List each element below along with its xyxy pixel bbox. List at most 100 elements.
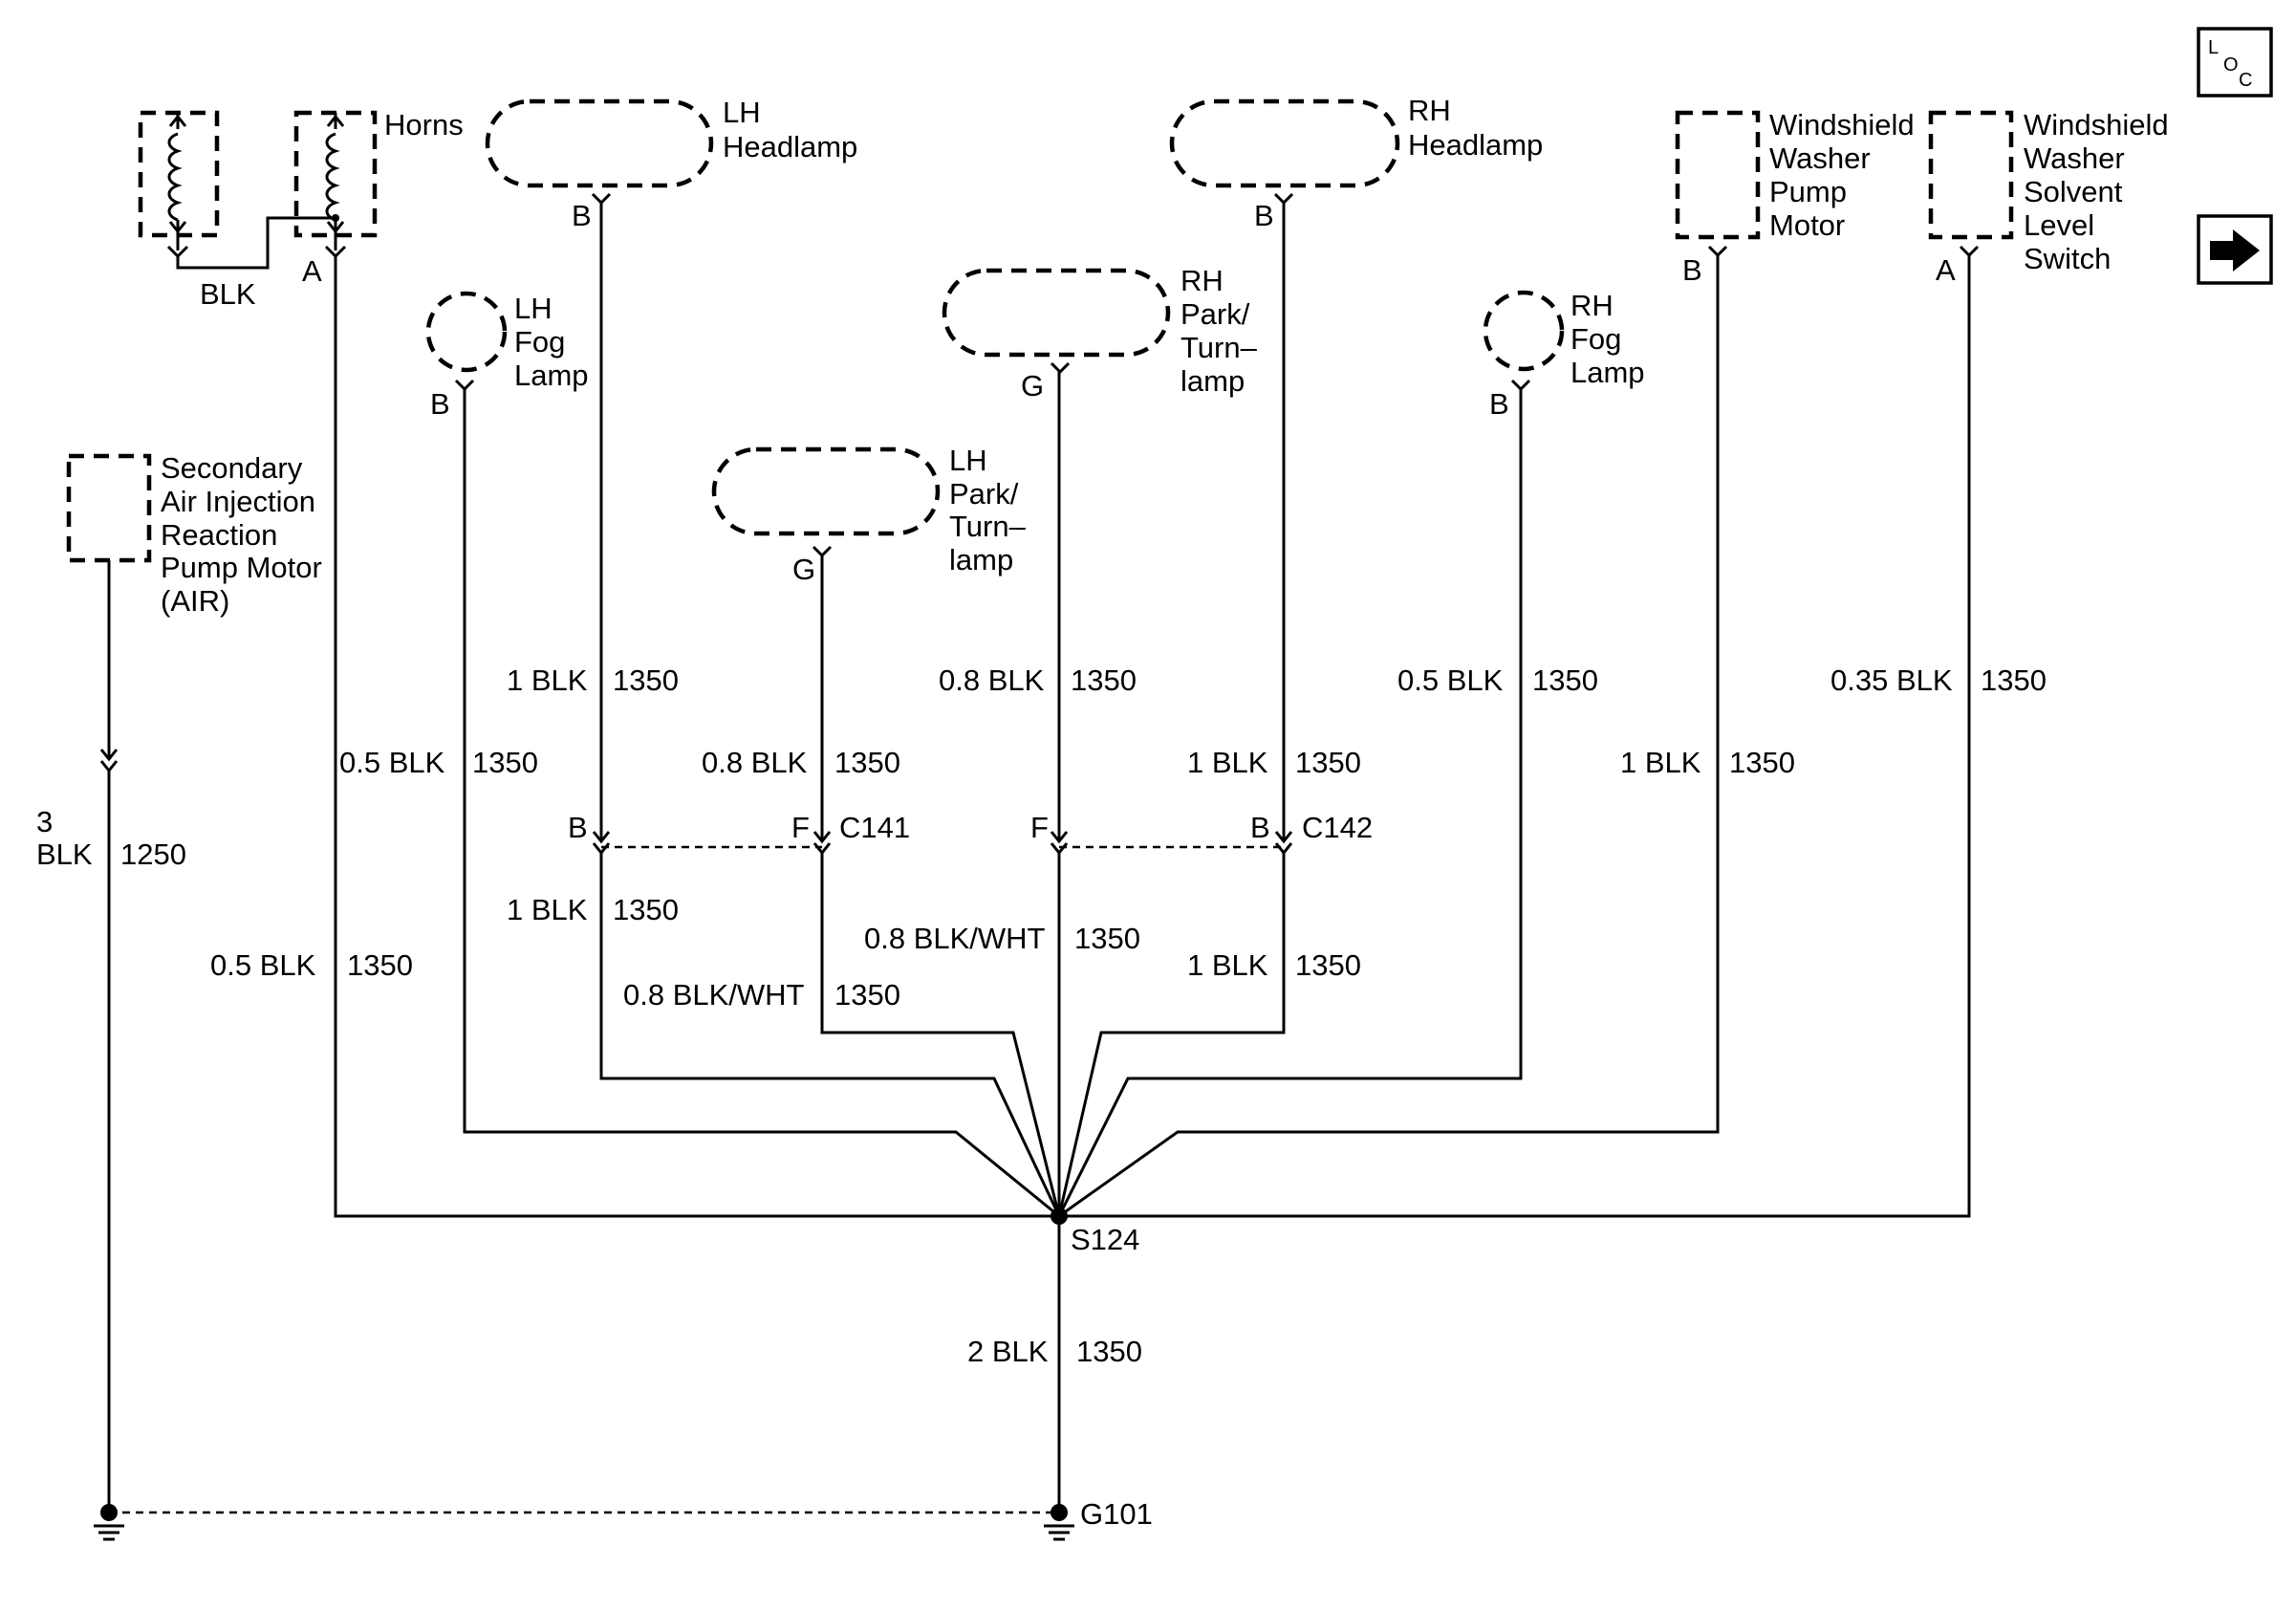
next-page-button[interactable] — [2197, 214, 2273, 285]
c141-pin-left: B — [568, 811, 588, 844]
wire-rh-headlamp-upper-circuit: 1350 — [1295, 746, 1361, 779]
lh-fog-label-2: Fog — [514, 325, 565, 359]
lh-fog-pin: B — [430, 387, 450, 421]
rh-park-label-1: RH — [1180, 264, 1224, 297]
rh-park-label-4: lamp — [1180, 364, 1245, 398]
washer-switch-label-5: Switch — [2024, 242, 2111, 275]
washer-pump-label-3: Pump — [1769, 175, 1847, 208]
rh-park-label-3: Turn– — [1180, 331, 1258, 364]
wire-rh-fog-size: 0.5 BLK — [1397, 664, 1504, 697]
horn-jumper-color: BLK — [200, 277, 256, 311]
splice-s124 — [1051, 1208, 1068, 1225]
lh-park-turn-lamp: LH Park/ Turn– lamp G — [711, 444, 1027, 586]
lh-park-label-3: Turn– — [949, 510, 1027, 543]
horn-jumper-wire — [176, 216, 336, 270]
washer-switch-label-2: Washer — [2024, 141, 2125, 175]
wire-washer-pump-circuit: 1350 — [1729, 746, 1795, 779]
washer-pump-label-4: Motor — [1769, 208, 1845, 242]
wire-rh-park-lower-size: 0.8 BLK/WHT — [864, 922, 1046, 955]
wire-washer-pump-size: 1 BLK — [1620, 746, 1701, 779]
wire-washer-switch-size: 0.35 BLK — [1830, 664, 1953, 697]
air-pump-label-5: (AIR) — [161, 584, 229, 618]
washer-switch-label-4: Level — [2024, 208, 2094, 242]
lh-fog-label-1: LH — [514, 292, 552, 325]
wire-rh-fog-circuit: 1350 — [1532, 664, 1598, 697]
wire-horns-lower-circuit: 1350 — [347, 948, 413, 982]
air-pump-label-2: Air Injection — [161, 485, 315, 518]
rh-park-pin: G — [1021, 369, 1044, 402]
wire-air-pump-circuit: 1250 — [120, 838, 186, 871]
lh-park-pin: G — [792, 553, 815, 586]
washer-switch-label-1: Windshield — [2024, 108, 2169, 141]
washer-pump-label-1: Windshield — [1769, 108, 1915, 141]
wire-lh-headlamp-lower-circuit: 1350 — [613, 893, 679, 926]
splice-label: S124 — [1071, 1223, 1139, 1256]
wire-air-pump-color: BLK — [36, 838, 93, 871]
c142-pin-right: B — [1250, 811, 1270, 844]
wire-rh-park-upper-size: 0.8 BLK — [939, 664, 1045, 697]
lh-park-wire-lower — [820, 853, 1061, 1217]
ground-label: G101 — [1080, 1497, 1153, 1531]
loc-icon-l: L — [2208, 37, 2219, 58]
washer-pump-motor: Windshield Washer Pump Motor B — [1675, 108, 1915, 287]
air-pump-label-4: Pump Motor — [161, 551, 322, 584]
rh-headlamp-label-2: Headlamp — [1408, 128, 1543, 162]
rh-fog-label-2: Fog — [1570, 322, 1621, 356]
wire-lh-headlamp-upper-circuit: 1350 — [613, 664, 679, 697]
wire-horns-lower-size: 0.5 BLK — [210, 948, 316, 982]
rh-headlamp-label-1: RH — [1408, 94, 1451, 127]
wire-rh-park-lower-circuit: 1350 — [1074, 922, 1140, 955]
arrow-right-icon — [2210, 229, 2260, 272]
wire-horns-upper-circuit: 1350 — [472, 746, 538, 779]
horn-left — [138, 110, 220, 259]
wire-rh-park-upper-circuit: 1350 — [1071, 664, 1137, 697]
rh-fog-label-1: RH — [1570, 289, 1614, 322]
lh-headlamp-label-1: LH — [723, 96, 761, 129]
rh-fog-pin: B — [1489, 387, 1509, 421]
lh-park-label-2: Park/ — [949, 477, 1019, 511]
lh-park-label-4: lamp — [949, 543, 1013, 577]
wire-air-pump-size: 3 — [36, 805, 53, 838]
c142-label: C142 — [1302, 811, 1373, 844]
rh-fog-lamp: RH Fog Lamp B — [1483, 289, 1645, 421]
washer-pump-label-2: Washer — [1769, 141, 1871, 175]
lh-fog-lamp: LH Fog Lamp B — [425, 291, 589, 421]
rh-park-turn-lamp: RH Park/ Turn– lamp G — [942, 264, 1258, 402]
air-pump-label-1: Secondary — [161, 451, 303, 485]
rh-fog-ground-wire — [1057, 389, 1523, 1217]
washer-switch-pin: A — [1936, 253, 1956, 287]
lh-headlamp: LH Headlamp B — [485, 96, 857, 232]
rh-headlamp-pin: B — [1254, 199, 1274, 232]
wire-lh-park-upper-size: 0.8 BLK — [702, 746, 808, 779]
rh-headlamp-wire-lower — [1057, 853, 1286, 1217]
ground-g101 — [1044, 1504, 1074, 1541]
c141-label: C141 — [839, 811, 910, 844]
horns-ground-wire — [334, 256, 1059, 1218]
wire-lh-park-lower-size: 0.8 BLK/WHT — [623, 978, 805, 1012]
horns-pin: A — [302, 254, 322, 288]
wire-horns-upper-size: 0.5 BLK — [339, 746, 445, 779]
rh-park-label-2: Park/ — [1180, 297, 1250, 331]
wire-ground-main-circuit: 1350 — [1076, 1335, 1142, 1368]
lh-headlamp-label-2: Headlamp — [723, 130, 857, 163]
wire-rh-headlamp-upper-size: 1 BLK — [1187, 746, 1268, 779]
washer-solvent-switch: Windshield Washer Solvent Level Switch A — [1928, 108, 2169, 287]
rh-fog-label-3: Lamp — [1570, 356, 1645, 389]
washer-switch-label-3: Solvent — [2024, 175, 2123, 208]
rh-headlamp: RH Headlamp B — [1169, 94, 1543, 232]
lh-fog-label-3: Lamp — [514, 359, 589, 392]
loc-icon-o: O — [2223, 54, 2239, 76]
wire-rh-headlamp-lower-circuit: 1350 — [1295, 948, 1361, 982]
horns-label: Horns — [384, 108, 464, 141]
wire-lh-headlamp-lower-size: 1 BLK — [507, 893, 588, 926]
washer-switch-ground-wire — [1059, 255, 1971, 1218]
washer-pump-pin: B — [1682, 253, 1702, 287]
c142-pin-left: F — [1030, 811, 1049, 844]
component-location-button[interactable]: L O C — [2197, 27, 2273, 98]
lh-headlamp-wire-lower — [599, 853, 1061, 1217]
wire-lh-park-upper-circuit: 1350 — [834, 746, 900, 779]
horn-right — [293, 110, 378, 259]
wire-lh-headlamp-upper-size: 1 BLK — [507, 664, 588, 697]
wire-washer-switch-circuit: 1350 — [1981, 664, 2047, 697]
